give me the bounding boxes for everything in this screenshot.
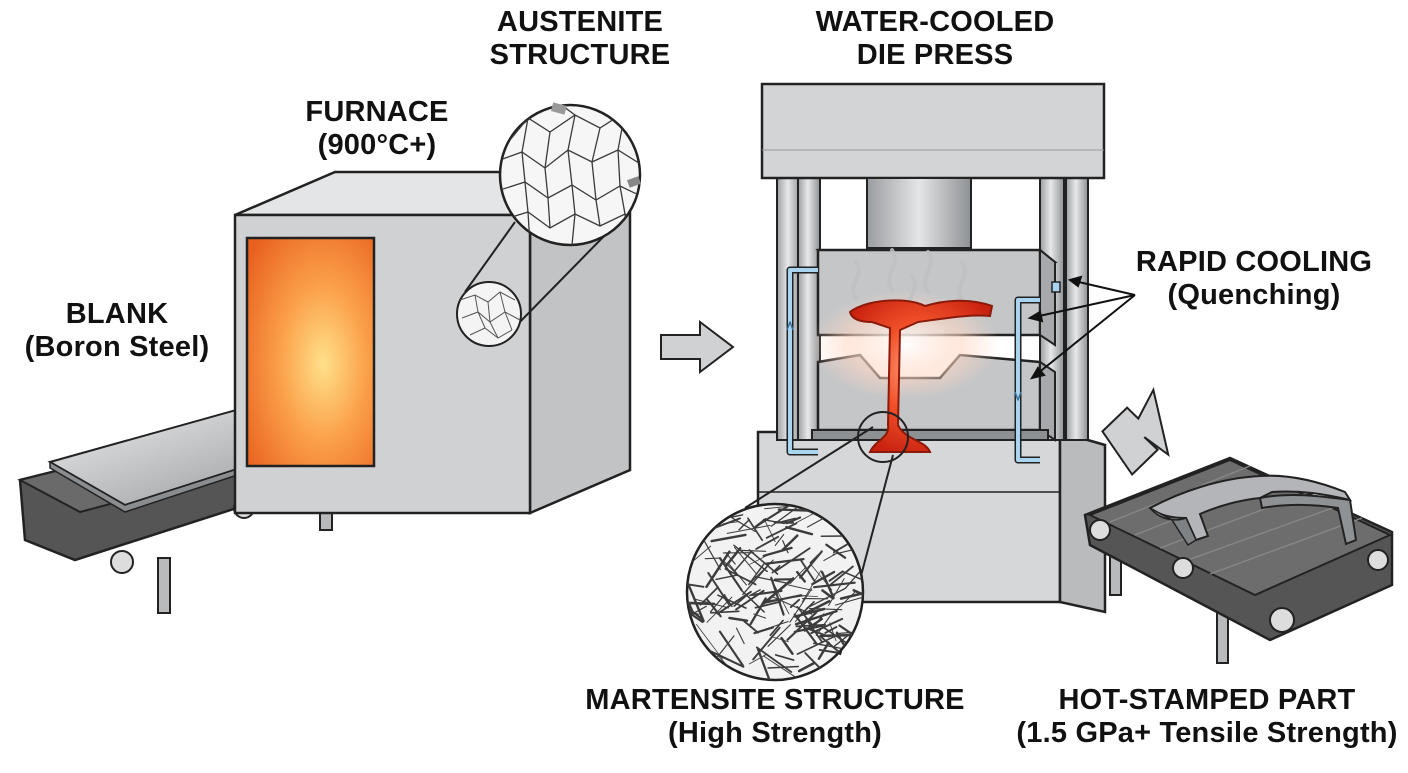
part-label-line1: HOT-STAMPED PART (1012, 684, 1402, 717)
martensite-needle (705, 558, 721, 559)
martensite-label-line1: MARTENSITE STRUCTURE (570, 684, 980, 717)
press-label-line1: WATER-COOLED (795, 6, 1075, 39)
conveyor-roller (1090, 520, 1110, 540)
press-crown (762, 84, 1104, 178)
conveyor-leg (158, 558, 170, 613)
output-conveyor (1085, 458, 1392, 663)
martensite-needle (807, 596, 818, 597)
cooling-label: RAPID COOLING (Quenching) (1120, 246, 1388, 313)
martensite-needle (688, 603, 714, 604)
conveyor-roller (1270, 608, 1294, 632)
martensite-label-line2: (High Strength) (570, 717, 980, 750)
austenite-label: AUSTENITE STRUCTURE (470, 6, 690, 73)
austenite-label-line1: AUSTENITE (470, 6, 690, 39)
cooling-label-line1: RAPID COOLING (1120, 246, 1388, 279)
conveyor-roller (111, 551, 133, 573)
martensite-label: MARTENSITE STRUCTURE (High Strength) (570, 684, 980, 751)
furnace-label-line1: FURNACE (282, 96, 472, 129)
blank-label-line2: (Boron Steel) (12, 331, 222, 364)
blank-label: BLANK (Boron Steel) (12, 298, 222, 365)
blank-label-line1: BLANK (12, 298, 222, 331)
part-label-line2: (1.5 GPa+ Tensile Strength) (1012, 717, 1402, 750)
press-label: WATER-COOLED DIE PRESS (795, 6, 1075, 73)
process-arrow (1099, 389, 1170, 477)
austenite-label-line2: STRUCTURE (470, 39, 690, 72)
conveyor-roller (1368, 550, 1388, 570)
press-label-line2: DIE PRESS (795, 39, 1075, 72)
furnace-label-line2: (900°C+) (282, 129, 472, 162)
part-label: HOT-STAMPED PART (1.5 GPa+ Tensile Stren… (1012, 684, 1402, 751)
furnace-opening (247, 238, 374, 466)
press-ram (867, 178, 971, 248)
process-arrow (661, 322, 733, 372)
cooling-label-line2: (Quenching) (1120, 279, 1388, 312)
press-pillar (798, 175, 820, 440)
furnace-label: FURNACE (900°C+) (282, 96, 472, 163)
conveyor-roller (1173, 558, 1193, 578)
